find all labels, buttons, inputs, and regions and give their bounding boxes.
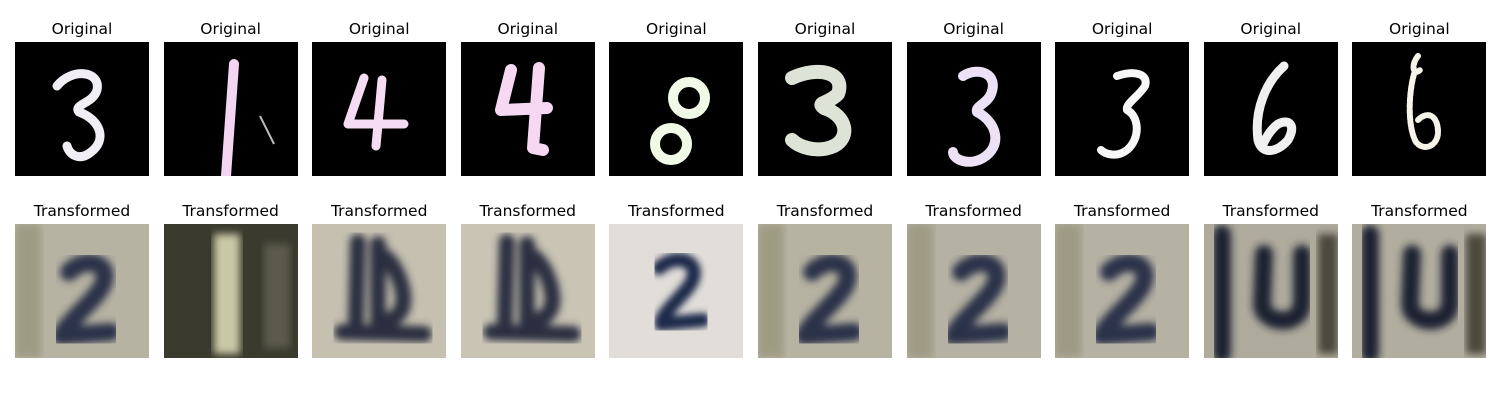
transformed-caption: Transformed	[330, 202, 428, 220]
transformed-cell: Transformed	[163, 198, 298, 380]
transformed-caption: Transformed	[1371, 202, 1468, 220]
transformed-digit-image	[15, 224, 149, 358]
original-digit-image	[1352, 42, 1487, 176]
original-caption: Original	[200, 20, 261, 38]
transformed-digit-image	[757, 224, 892, 358]
transformed-cell: Transformed	[312, 198, 447, 380]
original-cell: Original	[906, 16, 1041, 198]
transformed-digit-image	[1352, 224, 1487, 358]
original-cell: Original	[1203, 16, 1338, 198]
original-digit-image	[163, 42, 298, 176]
transformed-caption: Transformed	[1073, 202, 1171, 220]
transformed-cell: Transformed	[906, 198, 1041, 380]
transformed-caption: Transformed	[182, 202, 279, 220]
image-grid: Original Original Original Original Orig…	[15, 16, 1487, 380]
original-caption: Original	[51, 20, 113, 38]
original-digit-image	[609, 42, 744, 176]
original-caption: Original	[1389, 20, 1450, 38]
original-cell: Original	[312, 16, 447, 198]
original-digit-image	[906, 42, 1041, 176]
transformed-digit-image	[1203, 224, 1338, 358]
original-caption: Original	[497, 20, 559, 38]
original-cell: Original	[1055, 16, 1190, 198]
original-cell: Original	[609, 16, 744, 198]
transformed-caption: Transformed	[1222, 202, 1319, 220]
transformed-caption: Transformed	[925, 202, 1022, 220]
transformed-digit-image	[163, 224, 298, 358]
transformed-digit-image	[312, 224, 447, 358]
original-cell: Original	[757, 16, 892, 198]
transformed-cell: Transformed	[1203, 198, 1338, 380]
original-cell: Original	[163, 16, 298, 198]
original-caption: Original	[1240, 20, 1302, 38]
transformed-digit-image	[1055, 224, 1190, 358]
transformed-caption: Transformed	[479, 202, 577, 220]
transformed-cell: Transformed	[609, 198, 744, 380]
transformed-digit-image	[609, 224, 744, 358]
original-caption: Original	[943, 20, 1004, 38]
transformed-cell: Transformed	[460, 198, 595, 380]
original-caption: Original	[348, 20, 410, 38]
original-digit-image	[15, 42, 149, 176]
transformed-cell: Transformed	[757, 198, 892, 380]
original-digit-image	[757, 42, 892, 176]
transformed-cell: Transformed	[1055, 198, 1190, 380]
original-cell: Original	[15, 16, 149, 198]
original-cell: Original	[1352, 16, 1487, 198]
transformed-digit-image	[460, 224, 595, 358]
transformed-digit-image	[906, 224, 1041, 358]
original-digit-image	[312, 42, 447, 176]
transformed-caption: Transformed	[628, 202, 725, 220]
original-digit-image	[1203, 42, 1338, 176]
original-cell: Original	[460, 16, 595, 198]
original-digit-image	[1055, 42, 1190, 176]
original-caption: Original	[646, 20, 707, 38]
transformed-cell: Transformed	[15, 198, 149, 380]
transformed-cell: Transformed	[1352, 198, 1487, 380]
original-caption: Original	[794, 20, 856, 38]
original-digit-image	[460, 42, 595, 176]
original-caption: Original	[1091, 20, 1153, 38]
transformed-caption: Transformed	[776, 202, 874, 220]
transformed-caption: Transformed	[33, 202, 131, 220]
